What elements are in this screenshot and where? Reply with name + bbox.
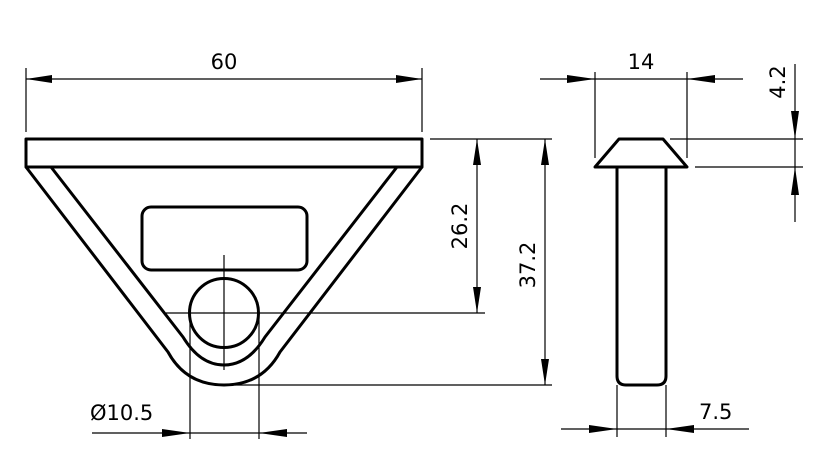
dimension-label: 26.2	[448, 203, 472, 250]
top-flange	[24, 137, 424, 169]
bolt-head	[593, 137, 689, 169]
dimension-hole-diameter: Ø10.5	[90, 313, 307, 439]
dimension-shank-width-7-5: 7.5	[561, 385, 749, 437]
dimension-label: 37.2	[516, 242, 540, 289]
dimension-label: 60	[211, 50, 238, 74]
dimension-height-26-2: 26.2	[282, 138, 552, 314]
dimension-label: 14	[628, 50, 655, 74]
dimension-height-37-2: 37.2	[235, 139, 552, 386]
dimension-label: 7.5	[699, 400, 732, 424]
dimension-head-width-14: 14	[540, 50, 743, 158]
centerline	[166, 255, 282, 370]
dimension-width-60: 60	[25, 50, 423, 132]
dimension-head-height-4-2: 4.2	[670, 64, 803, 222]
side-view	[593, 137, 689, 387]
front-view	[24, 137, 424, 387]
dimension-label: Ø10.5	[90, 401, 153, 425]
outer-v-profile	[24, 166, 424, 387]
dimension-label: 4.2	[766, 65, 790, 98]
bolt-shank	[615, 167, 668, 387]
